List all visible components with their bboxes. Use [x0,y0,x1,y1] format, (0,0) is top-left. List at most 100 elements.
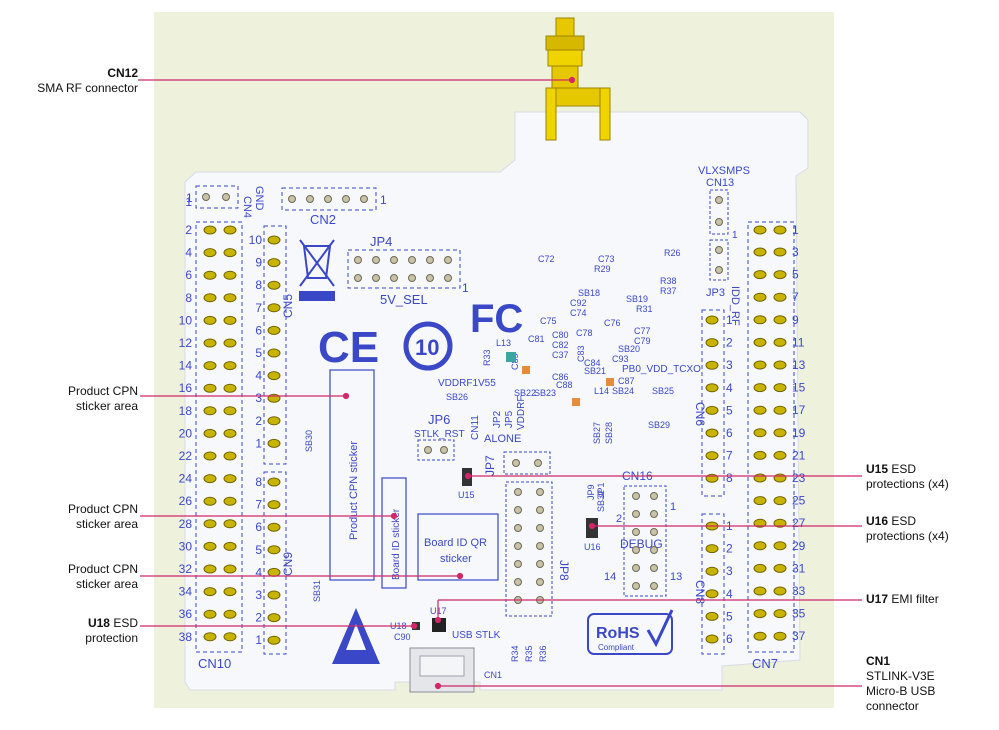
callout-dot-cn12 [568,76,576,84]
cn5-pin [267,438,281,448]
cn7-pin [773,337,787,347]
r37-label: R37 [660,286,677,296]
cn10-pin-label: 36 [179,607,193,621]
cn5-pin-label: 5 [255,346,262,360]
jp8-pin [514,524,522,532]
cn4-pin [202,193,210,201]
jp8-pin [536,542,544,550]
callout-cn12-desc: SMA RF connector [37,81,138,95]
callout-cpn2-line1: Product CPN [67,502,138,516]
c74-label: C74 [570,308,587,318]
cn10-pin [223,428,237,438]
cn6-pin [705,405,719,415]
cn6-pin [705,383,719,393]
cn5-pin-label: 8 [255,278,262,292]
cn10-pin-label: 6 [185,268,192,282]
cn5-pin [267,348,281,358]
cn4-pin [222,193,230,201]
cn9-pin [267,500,281,510]
component-labels: C72 C73 R29 R38 R37 SB18 SB19 R31 C92 C7… [304,254,677,602]
cn9-pin [267,545,281,555]
cn6-pin-label: 2 [726,336,733,350]
cn7-pin [753,518,767,528]
ce-logo: CE [318,323,379,372]
cn7-pin [773,586,787,596]
callout-dot-cpn1 [342,392,350,400]
callout-cn1-desc2: Micro-B USB [866,684,936,698]
product-cpn-sticker-box [329,369,375,581]
jp8-pin [536,506,544,514]
cn13-outline [709,189,729,235]
callout-u15-desc2: protections (x4) [866,477,949,491]
callout-u18-desc1: ESD [113,616,138,630]
cn8-pin-label: 4 [726,587,733,601]
c72-label: C72 [538,254,555,264]
idd-rf-label: IDD_RF [729,286,741,326]
cn6-pin-label: 1 [726,313,733,327]
board-id-qr-box [417,513,499,581]
r26-label: R26 [664,248,681,258]
cn7-pin [773,541,787,551]
cn7-pin [773,225,787,235]
callout-cn1-desc1: STLINK-V3E [866,669,935,683]
c87-label: C87 [618,376,635,386]
cn7-pin [773,428,787,438]
cn10-pin-label: 8 [185,291,192,305]
jp6-pin [440,446,448,454]
cn10-pin [223,406,237,416]
callout-cpn2-line2: sticker area [75,517,138,531]
cn10-pin [223,519,237,529]
cn7-pin-label: 15 [792,381,806,395]
pin-label-layer: 2468101214161820222426283032343638110987… [179,195,806,647]
jp4-pin [354,274,362,282]
cn10-pin [203,383,217,393]
jp5-label: JP5 [504,410,515,428]
r36-label: R36 [538,645,548,662]
cn9-pin-label: 5 [255,543,262,557]
cn8-pin [705,566,719,576]
cn7-pin-label: 29 [792,539,806,553]
sb25-label: SB25 [652,386,674,396]
callout-u16-ref: U16 [866,514,889,528]
cn7-pin [773,518,787,528]
cn7-pin [773,631,787,641]
cn9-pin-label: 8 [255,475,262,489]
cn10-pin [203,541,217,551]
cn7-pin [773,609,787,619]
cn10-pin [223,474,237,484]
cn6-pin-label: 5 [726,403,733,417]
jp8-pin [514,488,522,496]
jp4-pin [444,256,452,264]
cn9-pin [267,590,281,600]
orange-part-2 [572,398,580,406]
cn6-pin-label: 3 [726,358,733,372]
cn7-pin-label: 37 [792,629,806,643]
cn6-pin [705,451,719,461]
callout-cn1-desc3: connector [866,699,919,713]
jp8-label: JP8 [557,560,571,581]
c79-label: C79 [634,336,651,346]
cn10-pin [203,293,217,303]
c78-label: C78 [576,328,593,338]
cn5-pin [267,235,281,245]
cn7-pin [773,292,787,302]
svg-text:10: 10 [415,335,439,360]
cn5-pin [267,280,281,290]
cn7-pin-label: 1 [792,223,799,237]
cn10-pin [223,451,237,461]
l13-label: L13 [496,338,511,348]
cn16-pin [650,582,658,590]
cn8-outline [701,513,725,655]
callout-cpn1-line1: Product CPN [67,384,138,398]
jp4-pin [372,256,380,264]
cn9-pin [267,613,281,623]
ten-year-logo: 10 [403,321,453,371]
cn10-label: CN10 [198,656,231,671]
cn4-pin1: 1 [186,191,193,205]
cn10-pin [203,270,217,280]
cn6-pin [705,315,719,325]
cn7-pin-label: 23 [792,471,806,485]
jp7-pin [512,459,520,467]
cn5-pin [267,371,281,381]
cn5-pin [267,303,281,313]
